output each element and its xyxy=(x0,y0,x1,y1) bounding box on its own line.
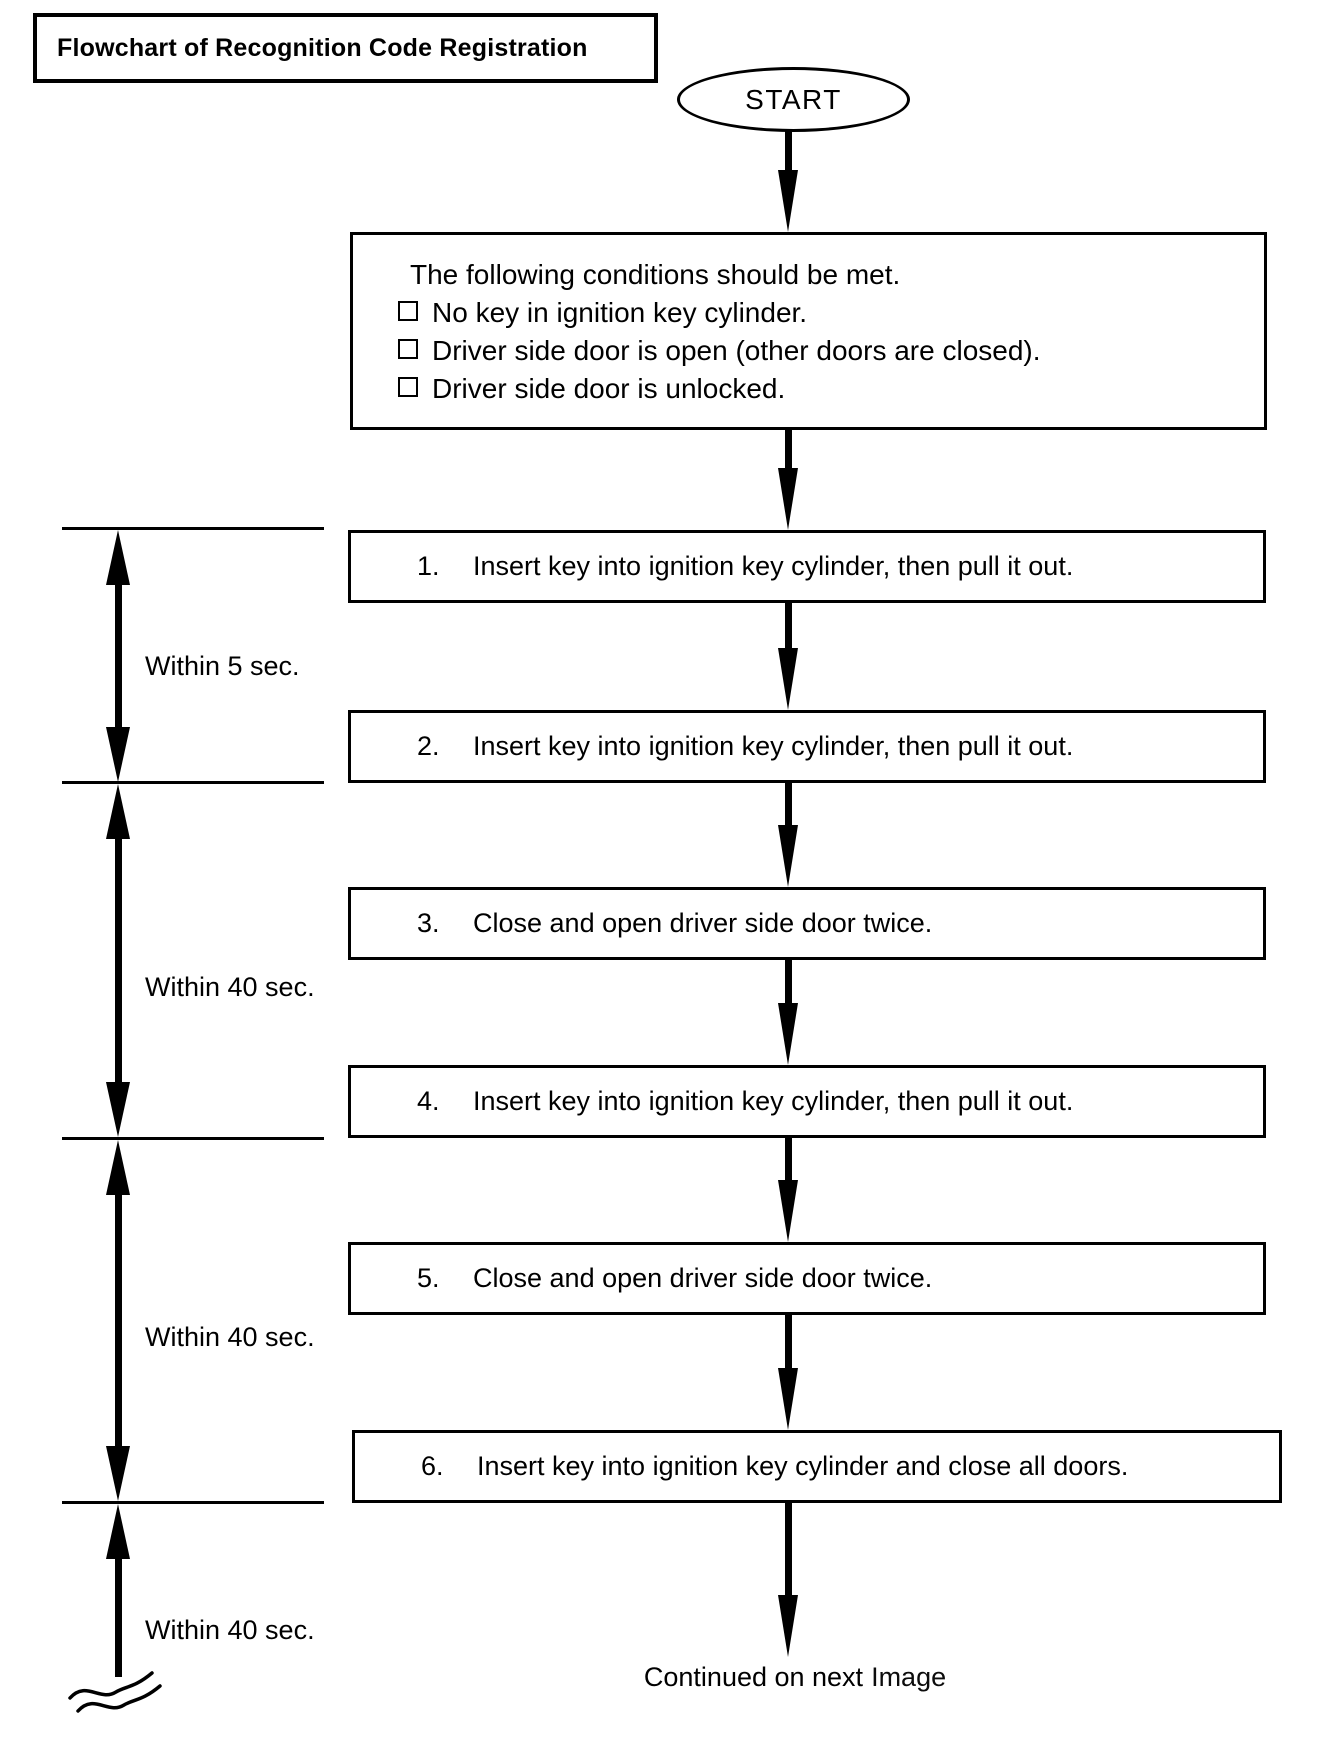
step-box-5: 5. Close and open driver side door twice… xyxy=(348,1242,1266,1315)
start-node: START xyxy=(677,67,910,132)
arrow-up-icon xyxy=(106,530,130,585)
checkbox-icon xyxy=(398,377,418,397)
timer-boundary-line xyxy=(62,1501,324,1504)
arrow-down-icon xyxy=(778,1180,798,1242)
step-text: Close and open driver side door twice. xyxy=(473,908,933,938)
step-number: 1. xyxy=(417,551,440,581)
checkbox-icon xyxy=(398,339,418,359)
arrow-down-icon xyxy=(778,170,798,232)
arrow-down-icon xyxy=(778,468,798,530)
condition-item: Driver side door is unlocked. xyxy=(398,370,1254,408)
condition-item: Driver side door is open (other doors ar… xyxy=(398,332,1254,370)
step-number: 5. xyxy=(417,1263,440,1293)
arrow-down-icon xyxy=(778,1595,798,1657)
step-text: Close and open driver side door twice. xyxy=(473,1263,933,1293)
timer-label: Within 40 sec. xyxy=(145,1322,315,1352)
chart-title-box: Flowchart of Recognition Code Registrati… xyxy=(33,13,658,83)
arrow-down-icon xyxy=(778,1368,798,1430)
step-number: 6. xyxy=(421,1451,444,1481)
timer-label: Within 40 sec. xyxy=(145,972,315,1002)
arrow-down-icon xyxy=(106,1082,130,1137)
timer-label: Within 5 sec. xyxy=(145,651,300,681)
step-number: 2. xyxy=(417,731,440,761)
step-box-6: 6. Insert key into ignition key cylinder… xyxy=(352,1430,1282,1503)
checkbox-icon xyxy=(398,301,418,321)
step-box-2: 2. Insert key into ignition key cylinder… xyxy=(348,710,1266,783)
arrow-down-icon xyxy=(106,1446,130,1501)
page-title: Flowchart of Recognition Code Registrati… xyxy=(57,33,588,62)
timer-boundary-line xyxy=(62,1137,324,1140)
step-box-1: 1. Insert key into ignition key cylinder… xyxy=(348,530,1266,603)
timer-boundary-line xyxy=(62,527,324,530)
arrow-up-icon xyxy=(106,1140,130,1195)
timer-boundary-line xyxy=(62,781,324,784)
conditions-heading: The following conditions should be met. xyxy=(410,259,901,290)
break-symbol-icon xyxy=(68,1671,162,1713)
step-text: Insert key into ignition key cylinder, t… xyxy=(473,551,1074,581)
arrow-down-icon xyxy=(106,727,130,782)
arrow-down-icon xyxy=(778,825,798,887)
arrow-up-icon xyxy=(106,784,130,839)
step-text: Insert key into ignition key cylinder an… xyxy=(477,1451,1129,1481)
step-box-4: 4. Insert key into ignition key cylinder… xyxy=(348,1065,1266,1138)
timer-label: Within 40 sec. xyxy=(145,1615,315,1645)
arrow-down-icon xyxy=(778,648,798,710)
arrow-down-icon xyxy=(778,1003,798,1065)
step-number: 3. xyxy=(417,908,440,938)
condition-item: No key in ignition key cylinder. xyxy=(398,294,1254,332)
step-text: Insert key into ignition key cylinder, t… xyxy=(473,1086,1074,1116)
step-number: 4. xyxy=(417,1086,440,1116)
arrow-up-icon xyxy=(106,1504,130,1559)
step-text: Insert key into ignition key cylinder, t… xyxy=(473,731,1074,761)
step-box-3: 3. Close and open driver side door twice… xyxy=(348,887,1266,960)
conditions-box: The following conditions should be met. … xyxy=(350,232,1267,430)
